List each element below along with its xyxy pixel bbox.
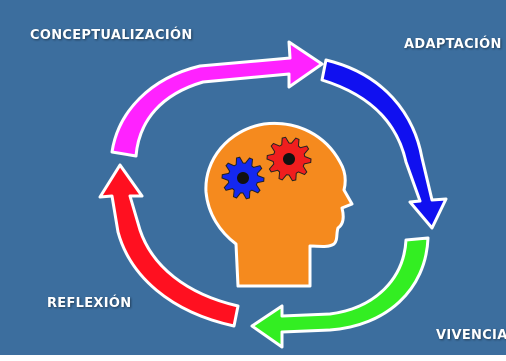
blue-gear-icon bbox=[221, 156, 265, 200]
red-gear-icon bbox=[266, 136, 312, 182]
gear-hole bbox=[283, 153, 295, 165]
arrow-vivencia bbox=[250, 236, 430, 349]
label-adaptacion: ADAPTACIÓN bbox=[404, 37, 502, 52]
arrow-conceptualizacion bbox=[110, 40, 324, 158]
label-vivencia: VIVENCIA bbox=[436, 328, 506, 343]
arrow-adaptacion bbox=[320, 58, 448, 230]
label-reflexion: REFLEXIÓN bbox=[47, 296, 132, 311]
gear-hole bbox=[237, 172, 249, 184]
bottom-border bbox=[0, 355, 506, 361]
label-conceptualizacion: CONCEPTUALIZACIÓN bbox=[30, 28, 193, 43]
arrow-reflexion bbox=[98, 163, 240, 328]
